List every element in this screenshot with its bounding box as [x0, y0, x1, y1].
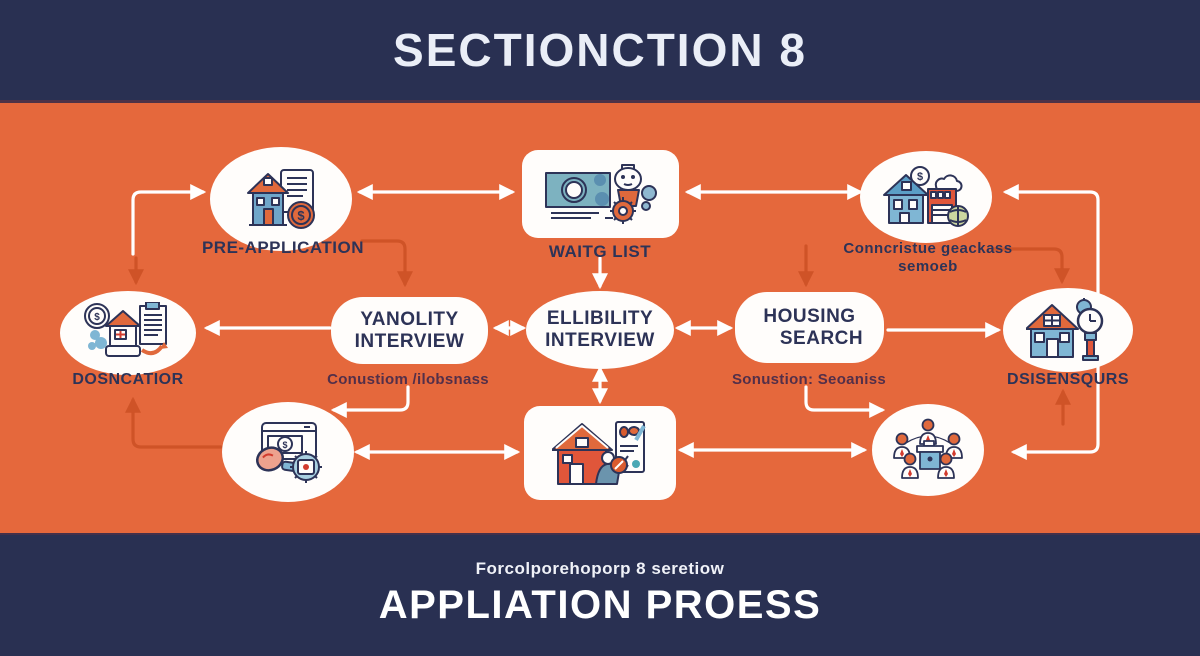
svg-text:$: $: [94, 312, 100, 323]
ellibility-interview-text: ELLIBILITY INTERVIEW: [545, 308, 655, 351]
node-inspection: [524, 406, 676, 500]
node-committee: [872, 404, 984, 496]
housing-search-text: HOUSING SEARCH: [763, 305, 864, 349]
node-dosncatior: $: [60, 291, 196, 375]
banknote-robot-gear-icon: [544, 164, 657, 224]
node-ellibility-interview: ELLIBILITY INTERVIEW: [526, 291, 674, 369]
node-waitg-list: [522, 150, 679, 238]
two-houses-coin-icon: $: [883, 166, 969, 227]
svg-text:$: $: [297, 208, 305, 223]
pre-application-label: PRE-APPLICATION: [201, 238, 365, 257]
house-street-clock-icon: [1026, 298, 1104, 361]
page-title: SECTIONCTION 8: [393, 24, 807, 76]
yanolity-interview-text: YANOLITY INTERVIEW: [354, 308, 465, 352]
conncristue-label: Conncristue geackass semoeb: [843, 240, 1013, 275]
node-housing-search: HOUSING SEARCH: [735, 292, 884, 363]
node-yanolity-interview: YANOLITY INTERVIEW: [331, 297, 488, 364]
svg-text:$: $: [282, 440, 287, 450]
house-person-checklist-icon: [552, 421, 646, 485]
node-payment-search: $: [222, 402, 354, 502]
dsisensqurs-label: DSISENSQURS: [1007, 371, 1129, 388]
node-conncristue: $: [860, 151, 992, 243]
node-dsisensqurs: [1003, 288, 1133, 372]
footer-kicker: Forcolporehoporp 8 seretiow: [475, 559, 725, 578]
node-pre-application: $: [210, 147, 352, 251]
people-around-table-icon: [893, 418, 963, 479]
house-document-coin-icon: $: [247, 169, 315, 229]
waitg-list-label: WAITG LIST: [548, 242, 652, 261]
header-band: SECTIONCTION 8: [0, 0, 1200, 103]
svg-text:$: $: [917, 171, 923, 183]
housing-sublabel: Sonustion: Seoaniss: [731, 371, 887, 388]
footer-title: APPLIATION PROESS: [378, 583, 822, 627]
browser-banknote-magnifier-gear-icon: $: [256, 422, 322, 483]
yanolity-sublabel: Conustiom /ilobsnass: [327, 371, 489, 388]
dosncatior-label: DOSNCATIOR: [72, 371, 184, 388]
footer-band: Forcolporehoporp 8 seretiow APPLIATION P…: [0, 533, 1200, 656]
dollar-badge-house-clipboard-icon: $: [84, 302, 168, 357]
